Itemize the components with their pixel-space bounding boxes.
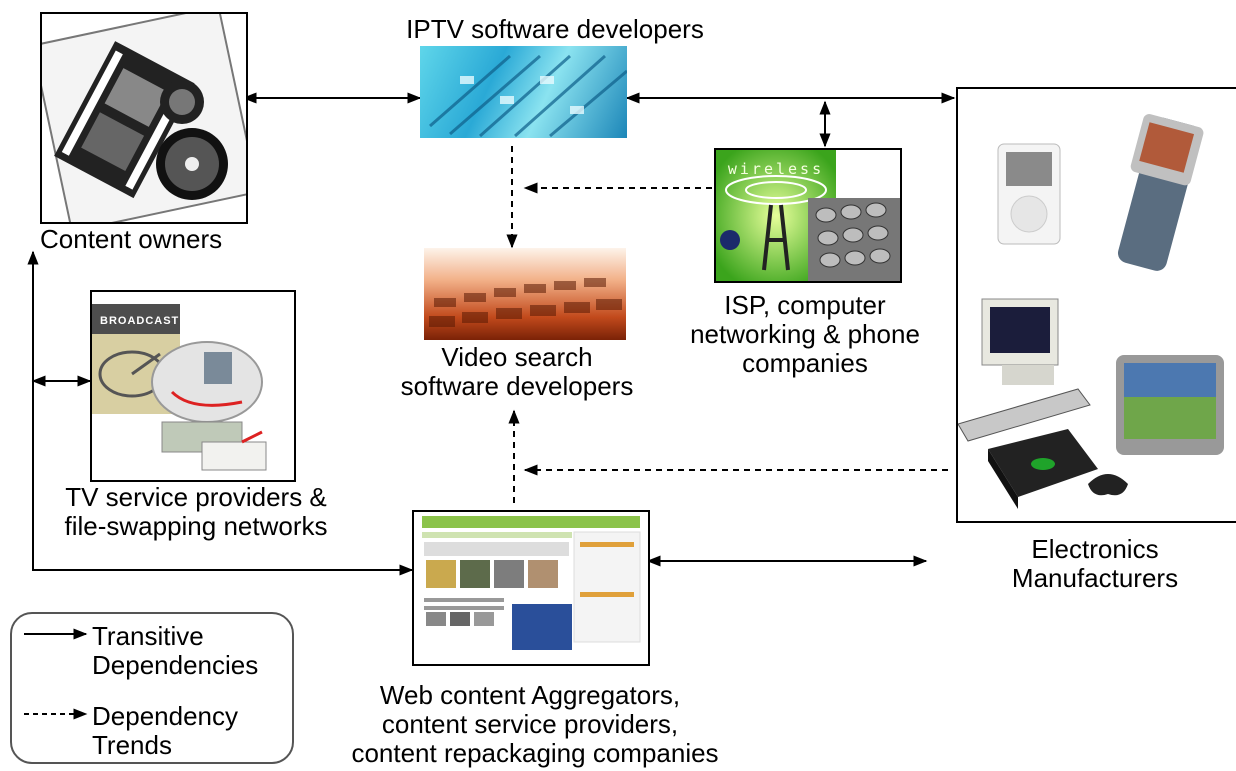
tv-providers-image: BROADCAST bbox=[90, 290, 296, 482]
isp-image: wireless bbox=[714, 148, 902, 283]
video-search-image bbox=[424, 248, 626, 340]
iptv-image bbox=[420, 46, 627, 138]
tv-providers-label-line1: TV service providers & bbox=[65, 482, 327, 512]
isp-label-line2: networking & phone bbox=[690, 319, 920, 349]
legend-dashed-line2: Trends bbox=[92, 730, 172, 760]
video-search-label-line2: software developers bbox=[400, 371, 634, 401]
arrow-owners-web bbox=[27, 250, 414, 576]
legend-solid-line1: Transitive bbox=[92, 621, 204, 651]
broadcast-image-text: BROADCAST bbox=[100, 315, 180, 327]
legend-solid-line2: Dependencies bbox=[92, 650, 259, 680]
legend: Transitive Dependencies Dependency Trend… bbox=[10, 612, 294, 764]
iptv-label: IPTV software developers bbox=[406, 14, 704, 44]
wireless-image-text: wireless bbox=[727, 160, 825, 178]
web-content-label-line2: content service providers, bbox=[381, 709, 679, 739]
isp-label-line1: ISP, computer bbox=[724, 290, 886, 320]
legend-swatches bbox=[24, 628, 88, 720]
web-content-label-line1: Web content Aggregators, bbox=[379, 680, 681, 710]
web-content-label-line3: content repackaging companies bbox=[351, 738, 719, 768]
legend-dashed-line1: Dependency bbox=[92, 701, 238, 731]
isp-label-line3: companies bbox=[742, 348, 868, 378]
tv-providers-label-line2: file-swapping networks bbox=[64, 511, 328, 541]
electronics-label-line1: Electronics bbox=[1031, 534, 1159, 564]
web-content-image bbox=[412, 510, 650, 666]
electronics-image bbox=[956, 87, 1236, 523]
video-search-label-line1: Video search bbox=[441, 342, 593, 372]
electronics-label-line2: Manufacturers bbox=[1011, 563, 1179, 593]
content-owners-label: Content owners bbox=[40, 224, 223, 254]
content-owners-image bbox=[40, 12, 248, 224]
